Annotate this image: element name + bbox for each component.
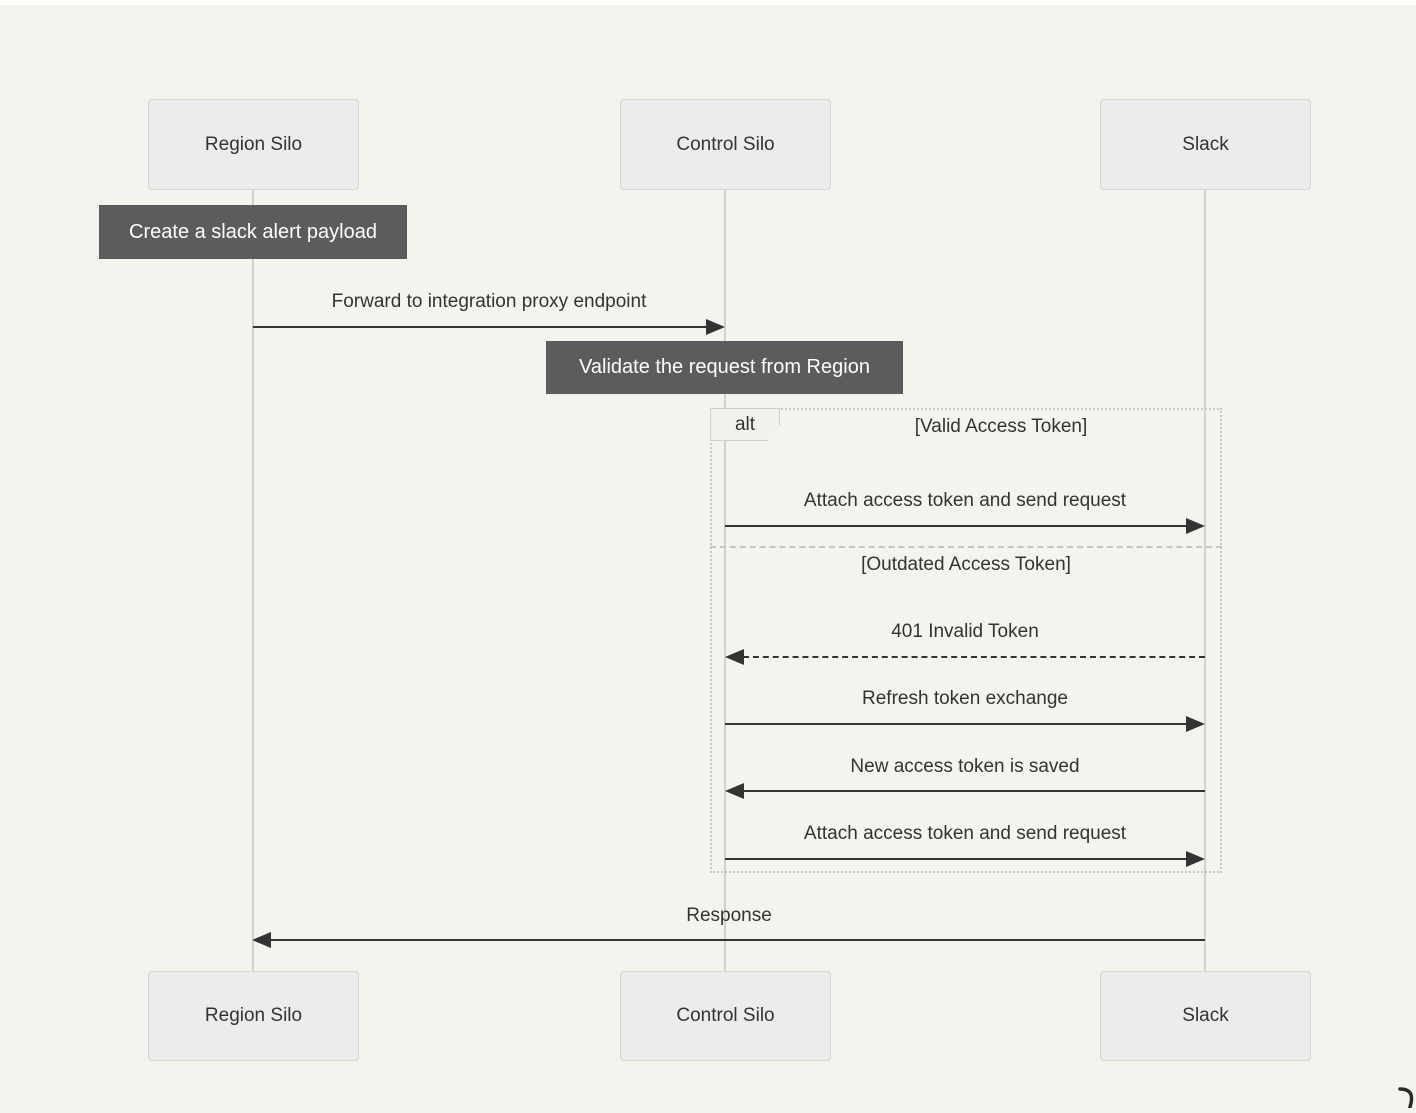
- message-line: [725, 723, 1187, 725]
- actor-label: Control Silo: [676, 133, 775, 155]
- message-label: Attach access token and send request: [803, 823, 1127, 844]
- alt-divider: [710, 546, 1222, 548]
- arrowhead-right-icon: [706, 319, 725, 335]
- alt-label-text: alt: [734, 413, 756, 435]
- actor-label: Region Silo: [204, 133, 303, 155]
- note-label: Create a slack alert payload: [129, 220, 377, 243]
- lifeline-slack: [1204, 190, 1206, 971]
- arrowhead-right-icon: [1186, 518, 1205, 534]
- actor-label: Control Silo: [676, 1005, 775, 1026]
- arrowhead-left-icon: [252, 932, 271, 948]
- actor-slack-top: Slack: [1100, 99, 1311, 190]
- alt-condition-outdated: [Outdated Access Token]: [861, 554, 1071, 575]
- actor-label: Slack: [1182, 1005, 1229, 1026]
- message-line-dashed: [743, 656, 1205, 658]
- top-strip: [0, 0, 1416, 5]
- arrowhead-right-icon: [1186, 716, 1205, 732]
- message-line: [725, 525, 1187, 527]
- message-label: New access token is saved: [850, 756, 1080, 777]
- arrowhead-right-icon: [1186, 851, 1205, 867]
- message-line: [253, 326, 707, 328]
- note-create-payload: Create a slack alert payload: [99, 205, 407, 259]
- actor-label: Region Silo: [204, 1005, 303, 1026]
- actor-slack-bottom: Slack: [1100, 971, 1311, 1061]
- note-label: Validate the request from Region: [579, 356, 870, 378]
- mouse-cursor-icon: [1398, 1086, 1416, 1113]
- actor-label: Slack: [1182, 133, 1229, 155]
- arrowhead-left-icon: [725, 783, 744, 799]
- message-label: 401 Invalid Token: [891, 621, 1039, 642]
- message-label: Attach access token and send request: [803, 490, 1127, 511]
- arrowhead-left-icon: [725, 649, 744, 665]
- lifeline-region-silo: [252, 190, 254, 971]
- alt-condition-valid: [Valid Access Token]: [914, 416, 1088, 437]
- actor-region-silo-bottom: Region Silo: [148, 971, 359, 1061]
- message-label: Refresh token exchange: [862, 688, 1068, 709]
- actor-region-silo-top: Region Silo: [148, 99, 359, 190]
- message-label: Response: [686, 905, 772, 926]
- actor-control-silo-bottom: Control Silo: [620, 971, 831, 1061]
- lifeline-control-silo: [724, 190, 726, 971]
- actor-control-silo-top: Control Silo: [620, 99, 831, 190]
- message-line: [743, 790, 1205, 792]
- note-validate-request: Validate the request from Region: [546, 341, 903, 394]
- message-line: [725, 858, 1187, 860]
- message-line: [271, 939, 1205, 941]
- message-label: Forward to integration proxy endpoint: [331, 291, 647, 312]
- alt-frame-label: alt: [710, 408, 780, 441]
- alt-frame: [710, 408, 1222, 873]
